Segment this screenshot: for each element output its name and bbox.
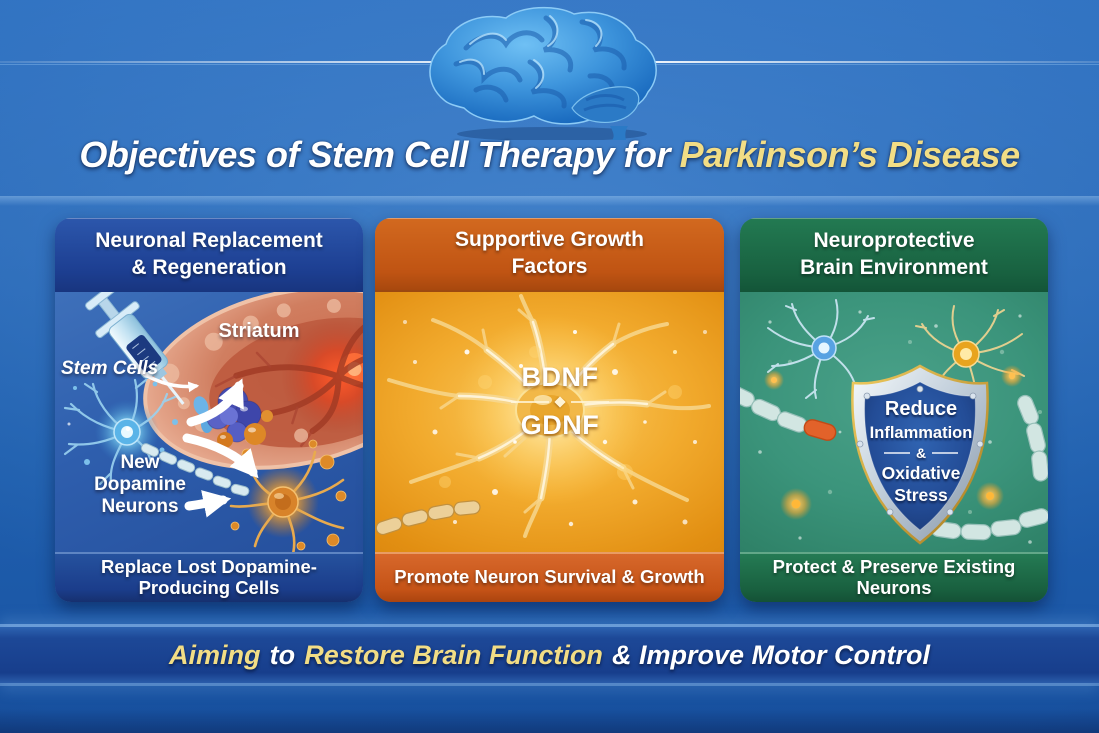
panel2-footer: Promote Neuron Survival & Growth [375,552,724,602]
banner-to: to [269,639,296,670]
sparkles [403,320,707,527]
panel1-header: Neuronal Replacement & Regeneration [55,218,363,292]
banner-aiming: Aiming [169,639,261,670]
inflamed-segment [803,419,837,441]
divider-bar-left [511,401,549,403]
gdnf-label: GDNF [520,410,600,440]
bdnf-label: BDNF [521,362,599,392]
stem-cells-label: Stem Cells [61,358,159,379]
shield-line-inflammation: Inflammation [869,424,973,442]
orange-neuron-illustration [229,439,347,552]
panel3-title-line2: Brain Environment [800,256,988,279]
page-title: Objectives of Stem Cell Therapy for Park… [0,134,1099,176]
divider-bar-right [571,401,609,403]
panel3-title-line1: Neuroprotective [813,229,975,253]
panel2-title-line1: Supportive Growth [455,228,644,252]
bottom-banner-text: Aiming to Restore Brain Function & Improve … [164,640,934,671]
title-white-part: Objectives of Stem Cell Therapy for [79,134,671,175]
shield-bar-left [883,452,910,454]
shield-line-oxidative: Oxidative [881,463,961,483]
panel-neuronal-replacement: Neuronal Replacement & Regeneration [55,218,363,602]
banner-restore: Restore Brain Function [304,639,603,670]
growth-factor-labels: BDNF GDNF [490,362,630,441]
shield-text: Reduce Inflammation & Oxidative Stress [860,398,982,506]
panel1-footer-line1: Replace Lost Dopamine- [101,555,317,577]
banner-improve: & Improve Motor Control [611,639,930,670]
panel1-footer-line2: Producing Cells [138,577,280,598]
panel1-title-line2: & Regeneration [131,256,287,279]
panel-neuroprotective-environment: Neuroprotective Brain Environment [740,218,1048,602]
panel-supportive-growth-factors: Supportive Growth Factors [375,218,724,602]
panel2-footer-text: Promote Neuron Survival & Growth [394,566,705,588]
shield-ampersand-row: & [860,445,982,461]
shield-line-ampersand: & [915,445,927,461]
brain-illustration [414,4,686,141]
axon-segment-chain [375,500,481,536]
panel2-illustration: BDNF GDNF [375,292,724,552]
bdnf-gdnf-divider [490,396,630,408]
syringe-icon [85,292,185,405]
title-yellow-part: Parkinson’s Disease [679,134,1021,175]
panel3-footer: Protect & Preserve Existing Neurons [740,552,1048,602]
shield-icon [851,364,989,545]
panel3-footer-text: Protect & Preserve Existing Neurons [772,555,1016,598]
title-floor-band [0,196,1099,206]
panel1-title-line1: Neuronal Replacement [95,229,323,253]
panel2-title-line2: Factors [511,255,588,278]
shield-line-reduce: Reduce [884,398,958,420]
panel3-illustration: Reduce Inflammation & Oxidative Stress [740,292,1048,552]
shield-line-stress: Stress [894,485,948,505]
panel2-header: Supportive Growth Factors [375,218,724,292]
panel1-illustration: Striatum Stem Cells New Dopamine Neurons [55,292,363,552]
shield-bar-right [932,452,959,454]
diamond-icon [554,396,566,408]
panel3-header: Neuroprotective Brain Environment [740,218,1048,292]
bottom-edge-shade [0,709,1099,733]
bottom-banner: Aiming to Restore Brain Function & Improve … [0,627,1099,683]
panel1-footer: Replace Lost Dopamine- Producing Cells [55,552,363,602]
flow-arrows [139,370,259,518]
new-dopamine-neurons-label: New Dopamine Neurons [94,452,186,518]
axon-segments [140,443,250,497]
striatum-label: Striatum [218,320,300,342]
glow-spots [764,365,1023,520]
